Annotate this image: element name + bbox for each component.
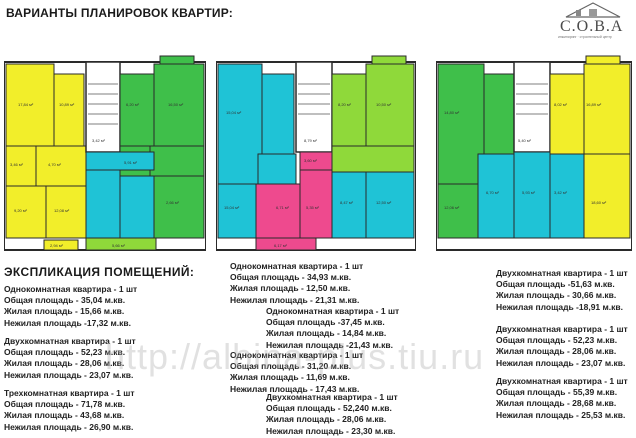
spec-line: Общая площадь - 55,39 м.кв.: [496, 387, 618, 398]
room-area: 5,40 м²: [518, 138, 532, 143]
watermark: http://albina-plus.tiu.ru: [105, 336, 485, 377]
apartment-spec: Двухкомнатная квартира - 1 шт Общая площ…: [496, 324, 628, 369]
room-area: 15,04 м²: [226, 110, 242, 115]
spec-line: Жилая площадь - 14,84 м.кв.: [266, 328, 387, 339]
spec-line: Жилая площадь - 30,66 м.кв.: [496, 290, 617, 301]
room-area: 8,79 м²: [304, 138, 318, 143]
spec-line: Двухкомнатная квартира - 1 шт: [4, 336, 136, 346]
room-area: 6,71 м²: [276, 205, 290, 210]
room-area: 3,42 м²: [554, 190, 568, 195]
apartment-spec: Однокомнатная квартира - 1 шт Общая площ…: [4, 284, 137, 329]
spec-line: Общая площадь -51,63 м.кв.: [496, 279, 615, 290]
room-area: 12,06 м²: [444, 205, 460, 210]
spec-line: Общая площадь - 71,78 м.кв.: [4, 399, 126, 410]
spec-line: Однокомнатная квартира - 1 шт: [230, 261, 364, 271]
spec-line: Жилая площадь - 11,69 м.кв.: [230, 372, 350, 383]
spec-line: Жилая площадь - 12,50 м.кв.: [230, 283, 351, 294]
room-area: 6,20 м²: [126, 102, 140, 107]
spec-line: Нежилая площадь -21,43 м.кв.: [266, 339, 394, 350]
spec-line: Общая площадь -37,45 м.кв.: [266, 317, 385, 328]
spec-line: Трехкомнатная квартира - 1 шт: [4, 388, 135, 398]
room-area: 8,47 м²: [340, 200, 354, 205]
spec-line: Нежилая площадь - 26,90 м.кв.: [4, 421, 134, 432]
room-area: 12,08 м²: [54, 208, 70, 213]
room-area: 3,42 м²: [92, 138, 106, 143]
room-area: 2,94 м²: [50, 243, 64, 248]
spec-line: Жилая площадь - 28,06 м.кв.: [496, 346, 617, 357]
spec-line: Двухкомнатная квартира - 1 шт: [496, 324, 628, 334]
room-area: 12,50 м²: [376, 200, 392, 205]
room-area: 9,20 м²: [14, 208, 28, 213]
house-roof-icon: [565, 2, 621, 18]
spec-line: Жилая площадь - 28,68 м.кв.: [496, 398, 617, 409]
apartment-spec: Трехкомнатная квартира - 1 шт Общая площ…: [4, 388, 135, 433]
room-area: 5,66 м²: [112, 243, 126, 248]
spec-line: Общая площадь - 52,23 м.кв.: [4, 347, 126, 358]
spec-line: Нежилая площадь -18,91 м.кв.: [496, 301, 624, 312]
spec-line: Нежилая площадь - 25,53 м.кв.: [496, 409, 626, 420]
spec-line: Нежилая площадь -17,32 м.кв.: [4, 317, 132, 328]
room-area: 5,91 м²: [124, 160, 138, 165]
room-area: 10,50 м²: [376, 102, 392, 107]
room-area: 6,17 м²: [274, 243, 288, 248]
explication-title: ЭКСПЛИКАЦИЯ ПОМЕЩЕНИЙ:: [4, 265, 195, 279]
floor-plan-left: 17,84 м² 10,89 м² 6,20 м² 16,50 м² 3,42 …: [4, 44, 206, 260]
spec-line: Жилая площадь - 28,06 м.кв.: [266, 414, 387, 425]
room-area: 6,70 м²: [486, 190, 500, 195]
room-area: 15,04 м²: [224, 205, 240, 210]
spec-line: Жилая площадь - 28,06 м.кв.: [4, 358, 125, 369]
room-area: 5,93 м²: [522, 190, 536, 195]
spec-line: Двухкомнатная квартира - 1 шт: [496, 376, 628, 386]
spec-line: Жилая площадь - 43,68 м.кв.: [4, 410, 125, 421]
room-area: 2,66 м²: [166, 200, 180, 205]
room-area: 3,46 м²: [10, 162, 24, 167]
spec-line: Общая площадь - 34,93 м.кв.: [230, 272, 352, 283]
apartment-spec: Однокомнатная квартира - 1 шт Общая площ…: [266, 306, 399, 351]
room-area: 14,80 м²: [444, 110, 460, 115]
spec-line: Двухкомнатная квартира - 1 шт: [266, 392, 398, 402]
spec-line: Нежилая площадь - 17,43 м.кв.: [230, 383, 360, 394]
room-area: 16,89 м²: [586, 102, 602, 107]
room-area: 10,89 м²: [59, 102, 75, 107]
room-area: 5,35 м²: [306, 205, 320, 210]
company-logo: С.О.В.А инжиниринг · строительный центр: [556, 2, 630, 42]
apartment-spec: Двухкомнатная квартира - 1 шт Общая площ…: [266, 392, 398, 437]
page-title: ВАРИАНТЫ ПЛАНИРОВОК КВАРТИР:: [6, 6, 233, 20]
room-area: 8,20 м²: [338, 102, 352, 107]
spec-line: Общая площадь - 52,240 м.кв.: [266, 403, 392, 414]
logo-wordmark: С.О.В.А: [560, 18, 624, 35]
spec-line: Жилая площадь - 15,66 м.кв.: [4, 306, 125, 317]
room-area: 16,50 м²: [168, 102, 184, 107]
apartment-spec: Однокомнатная квартира - 1 шт Общая площ…: [230, 261, 363, 306]
spec-line: Нежилая площадь - 23,07 м.кв.: [496, 357, 626, 368]
spec-line: Нежилая площадь - 23,07 м.кв.: [4, 369, 134, 380]
room-area: 4,70 м²: [48, 162, 62, 167]
room-area: 3,60 м²: [304, 158, 318, 163]
floor-plan-right: 16,89 м² 8,02 м² 5,40 м² 14,80 м² 6,70 м…: [436, 44, 632, 260]
room-area: 17,84 м²: [18, 102, 34, 107]
spec-line: Двухкомнатная квартира - 1 шт: [496, 268, 628, 278]
spec-line: Однокомнатная квартира - 1 шт: [4, 284, 138, 294]
spec-line: Однокомнатная квартира - 1 шт: [266, 306, 400, 316]
apartment-spec: Двухкомнатная квартира - 1 шт Общая площ…: [496, 376, 628, 421]
spec-line: Нежилая площадь - 21,31 м.кв.: [230, 294, 360, 305]
room-area: 18,60 м²: [591, 200, 607, 205]
apartment-spec: Однокомнатная квартира - 1 шт Общая площ…: [230, 350, 363, 395]
floor-plan-middle: 15,04 м² 8,79 м² 8,20 м² 10,50 м² 6,71 м…: [216, 44, 416, 260]
spec-line: Однокомнатная квартира - 1 шт: [230, 350, 364, 360]
logo-subtitle: инжиниринг · строительный центр: [558, 35, 612, 39]
spec-line: Нежилая площадь - 23,30 м.кв.: [266, 425, 396, 436]
room-area: 8,02 м²: [554, 102, 568, 107]
spec-line: Общая площадь - 52,23 м.кв.: [496, 335, 618, 346]
spec-line: Общая площадь - 35,04 м.кв.: [4, 295, 126, 306]
apartment-spec: Двухкомнатная квартира - 1 шт Общая площ…: [4, 336, 136, 381]
apartment-spec: Двухкомнатная квартира - 1 шт Общая площ…: [496, 268, 628, 313]
spec-line: Общая площадь - 31,20 м.кв.: [230, 361, 352, 372]
